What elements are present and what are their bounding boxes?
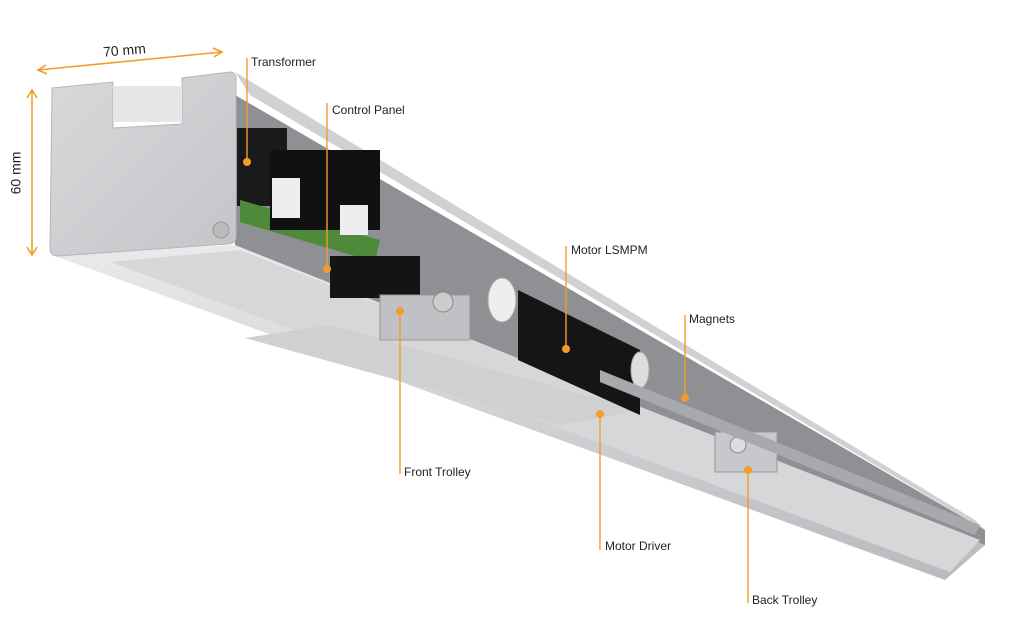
label-magnets: Magnets <box>689 312 736 326</box>
front-trolley <box>379 294 471 341</box>
rail-inner <box>235 95 985 545</box>
leader-lines <box>246 58 749 603</box>
dimension-arrows <box>26 47 224 257</box>
height-dimension: 60 mm <box>7 151 24 195</box>
rail-top <box>235 72 985 530</box>
callout-dots <box>243 158 752 474</box>
end-cap <box>49 71 237 257</box>
label-control-panel: Control Panel <box>332 103 405 117</box>
label-motor-driver: Motor Driver <box>605 539 672 553</box>
label-back-trolley: Back Trolley <box>752 593 818 607</box>
cover-plate <box>245 325 640 425</box>
motor-mount <box>330 256 420 298</box>
label-transformer: Transformer <box>251 55 316 69</box>
label-motor-lsmpm: Motor LSMPM <box>571 243 648 257</box>
magnets-strip <box>600 370 980 535</box>
label-front-trolley: Front Trolley <box>404 465 471 479</box>
screw-icon <box>212 221 230 239</box>
